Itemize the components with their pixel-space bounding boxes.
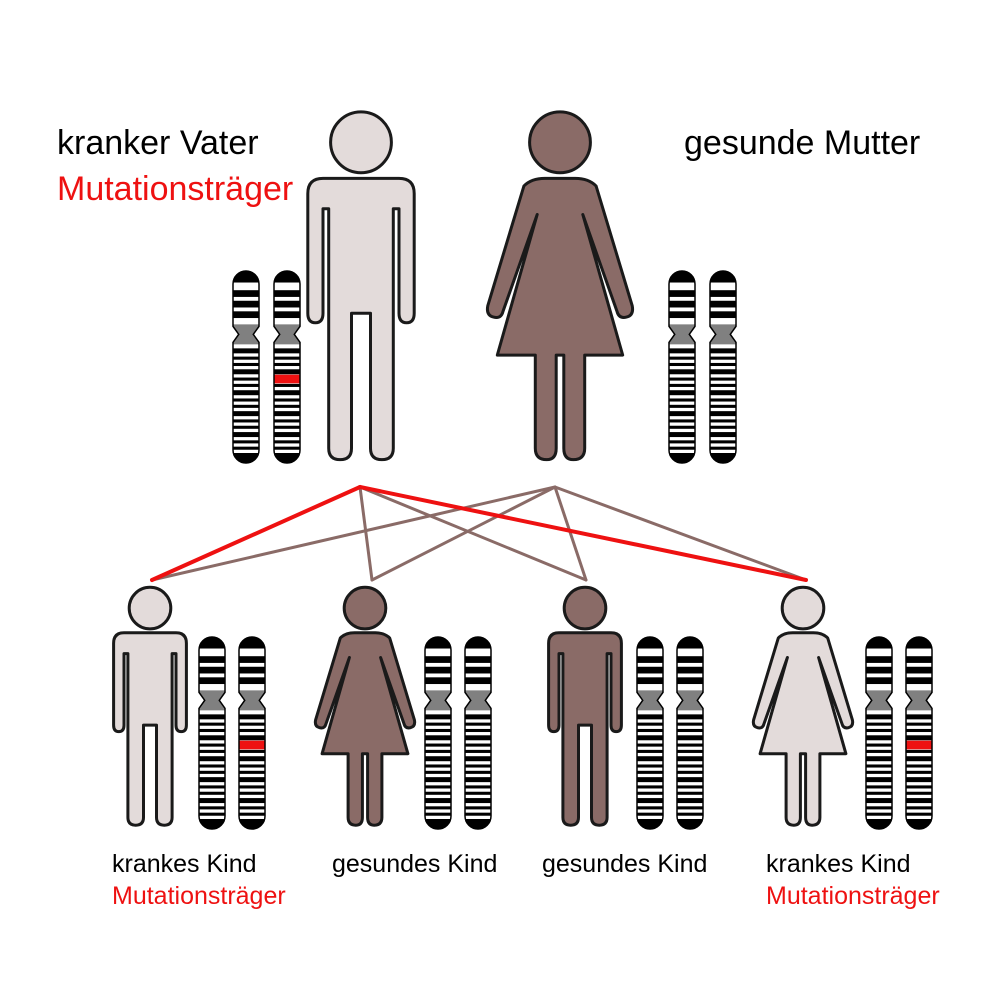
female-body	[751, 631, 855, 827]
inheritance-lines	[150, 485, 808, 582]
figure-head	[342, 585, 388, 631]
father-figure	[306, 110, 416, 462]
figure-head	[329, 110, 393, 175]
mutation-band	[274, 374, 300, 384]
inheritance-line	[150, 485, 557, 582]
female-body	[313, 631, 417, 827]
chromosome	[865, 636, 893, 830]
mutation-band	[906, 740, 932, 750]
mutation-band	[239, 740, 265, 750]
child-3	[547, 585, 704, 830]
male-body	[306, 176, 416, 462]
father-status-label: Mutationsträger	[57, 170, 294, 208]
mother-figure	[485, 110, 635, 462]
inheritance-line	[370, 485, 557, 582]
child-2-label: gesundes Kind	[332, 850, 498, 878]
child-4-status-label: Mutationsträger	[766, 882, 940, 910]
father-label: kranker Vater	[57, 124, 259, 162]
female-body	[485, 176, 635, 462]
figure-head	[528, 110, 592, 175]
chromosome	[232, 270, 260, 464]
figure-head	[562, 585, 608, 631]
child-1	[112, 585, 266, 830]
figure-head	[780, 585, 826, 631]
chromosome	[709, 270, 737, 464]
chromosome	[636, 636, 664, 830]
chromosome	[424, 636, 452, 830]
child-1-status-label: Mutationsträger	[112, 882, 286, 910]
inheritance-line	[358, 485, 588, 582]
mutation-inheritance-line	[150, 485, 362, 582]
chromosome-mutated	[238, 636, 266, 830]
father-chromosome-pair	[232, 270, 301, 464]
child-3-label: gesundes Kind	[542, 850, 708, 878]
chromosome	[198, 636, 226, 830]
mother-chromosome-pair	[668, 270, 737, 464]
child-4	[751, 585, 933, 830]
inheritance-line	[553, 485, 588, 582]
chromosome	[668, 270, 696, 464]
chromosome-mutated	[273, 270, 301, 464]
male-body	[112, 631, 188, 827]
male-body	[547, 631, 623, 827]
inheritance-line	[358, 485, 374, 582]
child-2	[313, 585, 492, 830]
child-4-label: krankes Kind	[766, 850, 911, 878]
chromosome-mutated	[905, 636, 933, 830]
mother-label: gesunde Mutter	[684, 124, 921, 162]
child-1-label: krankes Kind	[112, 850, 257, 878]
chromosome	[464, 636, 492, 830]
chromosome	[676, 636, 704, 830]
children-row	[112, 585, 933, 830]
mutation-inheritance-line	[358, 485, 808, 582]
inheritance-line	[553, 485, 808, 582]
figure-head	[127, 585, 173, 631]
